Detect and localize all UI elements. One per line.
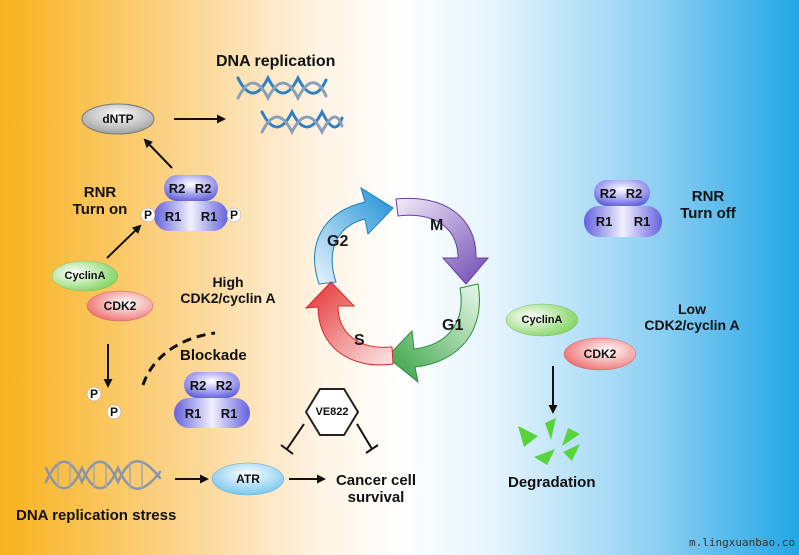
- r1-blocked-b: R1: [220, 405, 238, 421]
- r1-blocked-a: R1: [184, 405, 202, 421]
- cyclin-a-right-label: CyclinA: [521, 314, 563, 326]
- dna-stress-helix-icon: [44, 460, 162, 490]
- cyclin-a-node: [51, 260, 119, 292]
- cdk2-right-label: CDK2: [583, 347, 617, 361]
- phosphate-free-2: [106, 404, 122, 420]
- dna-replication-label: DNA replication: [216, 53, 336, 70]
- inhibit-survival-bar: [365, 444, 379, 454]
- r2-off-b: R2: [625, 185, 643, 201]
- cdk2-right-node: [563, 337, 637, 371]
- high-line1: High: [212, 274, 244, 290]
- blockade-dashed-arc: [141, 331, 216, 386]
- phosphate-left: [140, 207, 156, 223]
- ve822-hexagon: [304, 388, 360, 436]
- rnr-blocked-complex: [174, 372, 250, 428]
- r1-active-a: R1: [164, 208, 182, 224]
- low-line1: Low: [678, 301, 706, 317]
- inhibit-survival-line: [356, 423, 373, 450]
- phase-s-label: S: [354, 332, 365, 349]
- rnr-on-line1: RNR: [83, 184, 117, 201]
- dntp-label: dNTP: [102, 112, 133, 126]
- r2-blocked-a: R2: [189, 377, 207, 393]
- rnr-inactive-complex: [584, 180, 662, 237]
- phase-g2-label: G2: [327, 233, 348, 250]
- cdk2-label: CDK2: [103, 299, 137, 313]
- rnr-active-complex: [154, 175, 228, 231]
- cancer-line2: survival: [347, 489, 405, 507]
- cell-cycle-arrow-g2: [314, 186, 394, 285]
- phosphate-right: [226, 207, 242, 223]
- watermark: m.lingxuanbao.co: [689, 536, 795, 549]
- rnr-on-line2: Turn on: [72, 201, 128, 219]
- cancer-survival-label: Cancer cell survival: [326, 472, 426, 507]
- r1-active-b: R1: [200, 208, 218, 224]
- cyclin-a-label: CyclinA: [64, 270, 106, 282]
- phospho-free-1-label: P: [90, 387, 98, 401]
- r2-blocked-b: R2: [215, 377, 233, 393]
- phospho-left-label: P: [144, 208, 152, 222]
- phase-g1-label: G1: [442, 317, 463, 334]
- high-cdk2-label: High CDK2/cyclin A: [168, 274, 288, 306]
- blockade-label: Blockade: [180, 347, 247, 364]
- arrow-cyclin-to-rnr: [106, 224, 142, 259]
- inhibit-atr-line: [286, 423, 305, 450]
- low-cdk2-label: Low CDK2/cyclin A: [632, 301, 752, 333]
- dna-helix-icon: [236, 74, 344, 136]
- low-line2: CDK2/cyclin A: [644, 317, 740, 334]
- rnr-turn-off-label: RNR Turn off: [668, 188, 748, 223]
- ve822-label: VE822: [315, 406, 349, 418]
- rnr-off-line1: RNR: [691, 188, 725, 205]
- phosphate-free-1: [86, 386, 102, 402]
- r1-off-a: R1: [595, 213, 613, 229]
- cell-cycle-arrow-s: [304, 281, 394, 366]
- cell-cycle-arrow-m: [395, 197, 490, 285]
- r2-active-a: R2: [168, 180, 186, 196]
- cdk2-node: [86, 290, 154, 322]
- cell-cycle: G2 M G1 S: [304, 186, 490, 384]
- phase-m-label: M: [430, 217, 443, 234]
- dntp-node: [81, 103, 155, 135]
- r1-off-b: R1: [633, 213, 651, 229]
- cancer-line1: Cancer cell: [335, 472, 417, 489]
- r2-off-a: R2: [599, 185, 617, 201]
- rnr-turn-on-label: RNR Turn on: [60, 184, 140, 219]
- phospho-right-label: P: [230, 208, 238, 222]
- rnr-off-line2: Turn off: [680, 205, 736, 223]
- cyclin-a-right-node: [505, 303, 579, 337]
- inhibit-atr-bar: [280, 444, 294, 455]
- atr-node: [211, 462, 285, 496]
- arrow-rnr-to-dntp: [143, 138, 173, 169]
- degradation-fragments-icon: [518, 418, 580, 465]
- atr-label: ATR: [236, 472, 260, 486]
- degradation-label: Degradation: [508, 474, 596, 491]
- dna-stress-label: DNA replication stress: [16, 507, 177, 524]
- phospho-free-2-label: P: [110, 405, 118, 419]
- high-line2: CDK2/cyclin A: [180, 290, 276, 307]
- r2-active-b: R2: [194, 180, 212, 196]
- cell-cycle-arrow-g1: [386, 283, 480, 384]
